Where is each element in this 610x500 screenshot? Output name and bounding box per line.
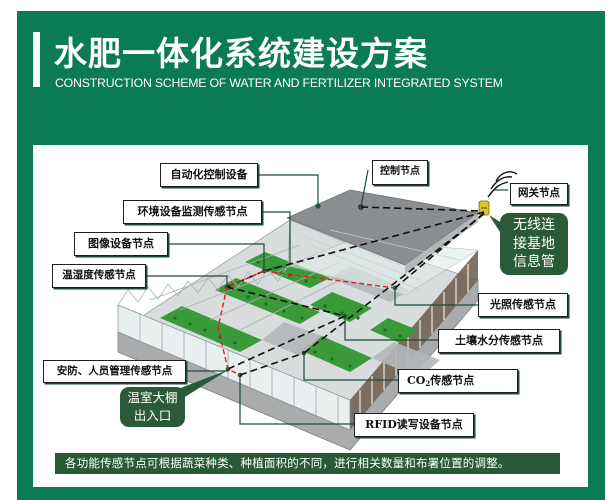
- leader-lines: [146, 169, 508, 425]
- label-gateway-node: 网关节点: [510, 183, 568, 205]
- page-title: 水肥一体化系统建设方案: [54, 34, 428, 73]
- callout-entrance-line-2: 出入口: [133, 408, 172, 423]
- wireless-signal-icon: [487, 171, 518, 198]
- label-rfid-node: RFID读写设备节点: [354, 413, 474, 437]
- callout-wireless-base-management: 无线连 接基地 信息管: [500, 213, 568, 275]
- page-subtitle: CONSTRUCTION SCHEME OF WATER AND FERTILI…: [55, 76, 503, 90]
- co2-prefix: CO: [407, 374, 426, 387]
- co2-suffix: 传感节点: [430, 374, 475, 387]
- label-security-node: 安防、人员管理传感节点: [43, 360, 186, 383]
- label-image-node: 图像设备节点: [74, 232, 168, 256]
- label-co2-node: CO2传感节点: [398, 369, 518, 393]
- label-light-node: 光照传感节点: [478, 293, 568, 317]
- callout-wireless-line-2: 接基地: [513, 235, 555, 252]
- footnote-bar: 各功能传感节点可根据蔬菜种类、种植面积的不同，进行相关数量和布署位置的调整。: [55, 453, 560, 474]
- label-temp-humidity-node: 温湿度传感节点: [52, 264, 146, 288]
- label-control-node: 控制节点: [372, 160, 428, 185]
- label-env-monitor-node: 环境设备监测传感节点: [123, 200, 262, 224]
- callout-wireless-line-1: 无线连: [513, 217, 555, 233]
- callout-wireless-line-3: 信息管: [513, 254, 555, 270]
- title-accent-bar: [33, 32, 40, 87]
- label-soil-moisture-node: 土壤水分传感节点: [438, 329, 560, 353]
- wired-links: [217, 270, 396, 376]
- label-automation-control: 自动化控制设备: [160, 163, 258, 187]
- planting-beds: [160, 252, 418, 372]
- greenhouse-front-wall: [117, 304, 351, 431]
- callout-entrance-line-1: 温室大棚: [127, 390, 178, 405]
- callout-greenhouse-entrance: 温室大棚 出入口: [120, 387, 185, 427]
- co2-subscript: 2: [425, 379, 431, 388]
